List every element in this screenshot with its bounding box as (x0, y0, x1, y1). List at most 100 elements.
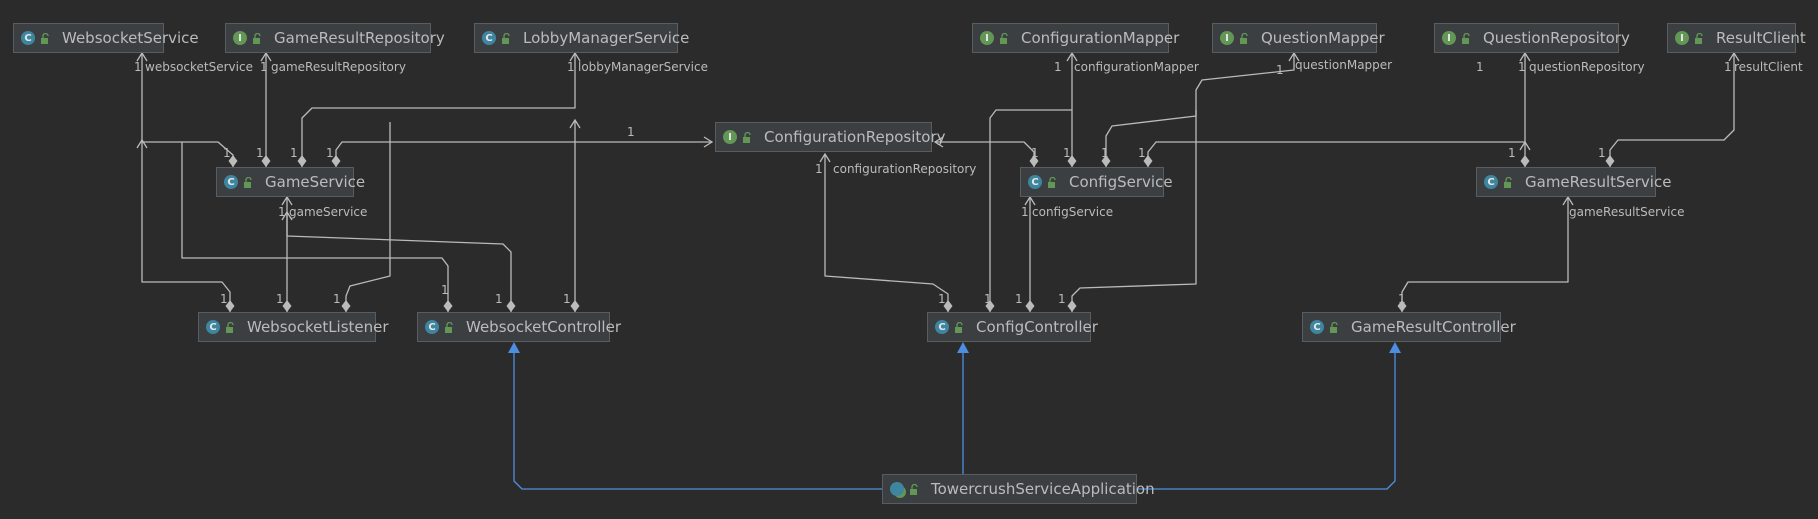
class-icon: C (21, 31, 35, 45)
node-result-client[interactable]: I ResultClient (1667, 23, 1806, 53)
edge-label: 1 (1021, 205, 1029, 219)
arrow-head (281, 195, 293, 206)
node-configuration-mapper[interactable]: I ConfigurationMapper (972, 23, 1179, 53)
node-label: QuestionRepository (1483, 29, 1630, 47)
application-icon (890, 482, 904, 496)
interface-icon: I (1442, 31, 1456, 45)
edge-label: gameResultService (1569, 205, 1685, 219)
edge-label: 1 (627, 125, 635, 139)
node-question-repository[interactable]: I QuestionRepository (1434, 23, 1630, 53)
node-label: LobbyManagerService (523, 29, 690, 47)
edge-label: lobbyManagerService (578, 60, 708, 74)
interface-icon: I (1675, 31, 1689, 45)
node-label: ConfigService (1069, 173, 1173, 191)
edge-label: configurationMapper (1074, 60, 1199, 74)
edge-label: gameResultRepository (271, 60, 406, 74)
edge-label: 1 (1138, 146, 1146, 160)
class-icon: C (224, 175, 238, 189)
edge-label: 1 (984, 292, 992, 306)
edge-label: gameService (289, 205, 368, 219)
node-label: ResultClient (1716, 29, 1806, 47)
node-lobby-manager-service[interactable]: C LobbyManagerService (474, 23, 689, 53)
unlock-icon (445, 321, 453, 333)
unlock-icon (1462, 32, 1470, 44)
edge-label: 1 (441, 283, 449, 297)
node-configuration-repository[interactable]: I ConfigurationRepository (715, 122, 946, 152)
unlock-icon (1330, 321, 1338, 333)
arrow-head (260, 51, 272, 62)
edge-label: 1 (1724, 60, 1732, 74)
unlock-icon (1000, 32, 1008, 44)
node-websocket-service[interactable]: C WebsocketService (13, 23, 199, 53)
edge-label: 1 (1476, 60, 1484, 74)
edge-label: configurationRepository (833, 162, 977, 176)
unlock-icon (1048, 176, 1056, 188)
node-config-controller[interactable]: C ConfigController (927, 312, 1098, 342)
arrow-head (819, 152, 831, 163)
edge-label: 1 (1101, 146, 1109, 160)
composition-diamond (985, 300, 995, 312)
edge-label: questionMapper (1295, 58, 1393, 72)
composition-diamond (1397, 300, 1407, 312)
dependency-edge (1609, 53, 1735, 167)
edge-label: 1 (223, 146, 231, 160)
node-websocket-controller[interactable]: C WebsocketController (417, 312, 621, 342)
edge-label: resultClient (1734, 60, 1803, 74)
node-game-result-repository[interactable]: I GameResultRepository (225, 23, 445, 53)
composition-diamond (1067, 155, 1077, 167)
interface-icon: I (980, 31, 994, 45)
edge-label: 1 (278, 205, 286, 219)
dependency-edge (1105, 53, 1295, 167)
interface-icon: I (233, 31, 247, 45)
composition-diamond (506, 300, 516, 312)
edge-label: 1 (1276, 63, 1284, 77)
node-label: ConfigurationRepository (764, 128, 946, 146)
composition-diamond (341, 300, 351, 312)
edge-label: configService (1032, 205, 1114, 219)
composition-diamond (1101, 155, 1111, 167)
unlock-icon (910, 483, 918, 495)
composition-diamond (225, 300, 235, 312)
composition-diamond (1067, 300, 1077, 312)
dependency-edge (301, 53, 576, 167)
arrow-head (569, 51, 581, 62)
edge-label: 1 (220, 292, 228, 306)
composition-diamond (943, 300, 953, 312)
arrow-head (1728, 51, 1740, 62)
node-question-mapper[interactable]: I QuestionMapper (1212, 23, 1385, 53)
node-label: WebsocketListener (247, 318, 389, 336)
unlock-icon (502, 32, 510, 44)
composition-diamond (282, 300, 292, 312)
edge-label: 1 (1518, 60, 1526, 74)
node-game-result-service[interactable]: C GameResultService (1476, 167, 1671, 197)
node-game-result-controller[interactable]: C GameResultController (1302, 312, 1516, 342)
realization-edge (513, 345, 882, 490)
node-towercrush-service-application[interactable]: TowercrushServiceApplication (882, 474, 1155, 504)
node-config-service[interactable]: C ConfigService (1020, 167, 1173, 197)
composition-diamond (1029, 155, 1039, 167)
unlock-icon (1695, 32, 1703, 44)
composition-diamond (443, 300, 453, 312)
dependency-edge (1401, 197, 1569, 312)
arrow-head (569, 118, 581, 129)
node-websocket-listener[interactable]: C WebsocketListener (198, 312, 389, 342)
class-icon: C (425, 320, 439, 334)
class-icon: C (482, 31, 496, 45)
edge-label: 1 (815, 162, 823, 176)
node-label: TowercrushServiceApplication (931, 480, 1155, 498)
composition-diamond (1025, 300, 1035, 312)
unlock-icon (1504, 176, 1512, 188)
edge-label: 1 (1063, 146, 1071, 160)
node-label: GameResultRepository (274, 29, 445, 47)
interface-icon: I (723, 130, 737, 144)
node-label: WebsocketService (62, 29, 199, 47)
unlock-icon (253, 32, 261, 44)
edge-label: 1 (1598, 146, 1606, 160)
dependency-edge (286, 212, 512, 312)
class-icon: C (935, 320, 949, 334)
node-label: QuestionMapper (1261, 29, 1385, 47)
node-game-service[interactable]: C GameService (216, 167, 365, 197)
arrow-head (1066, 51, 1078, 62)
edge-label: 1 (276, 292, 284, 306)
